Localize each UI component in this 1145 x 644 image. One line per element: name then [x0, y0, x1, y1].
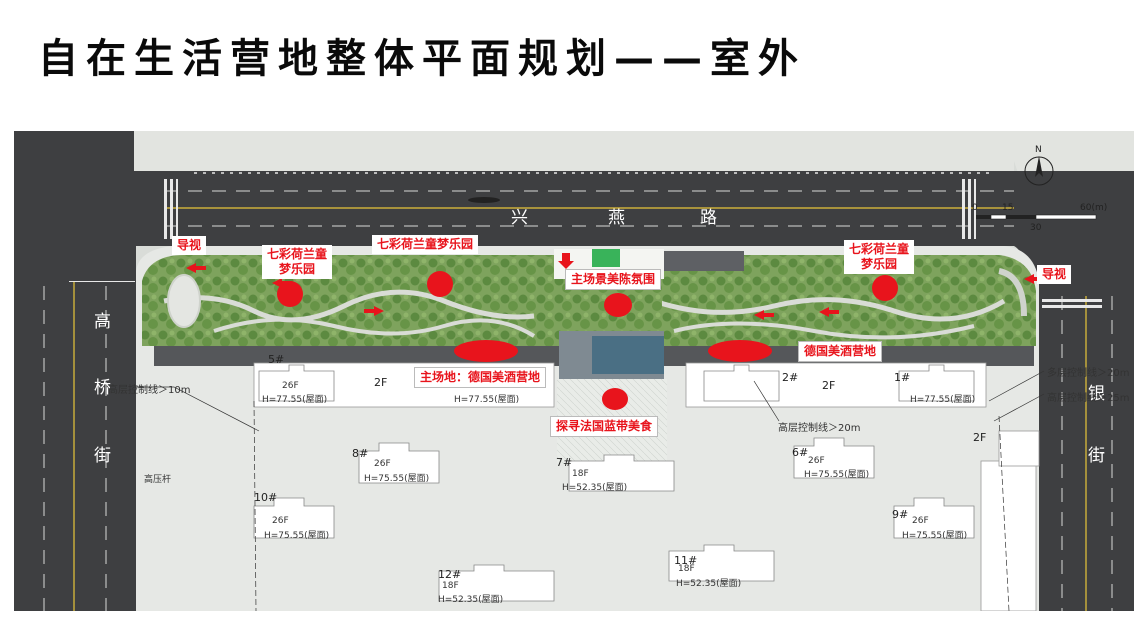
scale-label-30: 30 [1030, 223, 1042, 233]
scale-label-0: 0 [972, 203, 978, 213]
road-name-top-2: 燕 [608, 208, 625, 228]
building-1: 1# [894, 371, 911, 384]
height-label: H=75.55(屋面) [264, 531, 330, 541]
height-label: H=77.55(屋面) [262, 395, 328, 405]
beer-camp-label: 德国美酒营地 [798, 341, 883, 362]
control-line-multi-right: 多层控制线＞20m [1047, 368, 1130, 379]
road-name-right-2: 街 [1088, 446, 1105, 466]
building-8: 8# [352, 447, 369, 460]
scale-label-60: 60(m) [1080, 203, 1108, 213]
road-name-left-2: 桥 [94, 378, 111, 398]
control-line-center: 高层控制线＞20m [778, 423, 861, 434]
kids-park-label-right: 七彩荷兰童 梦乐园 [844, 240, 915, 274]
road-name-left-3: 街 [94, 446, 111, 466]
building-7: 7# [556, 456, 573, 469]
podium-2f-left: 2F [374, 376, 388, 389]
floor-label: 18F [572, 469, 589, 479]
building-11: 11# [674, 554, 698, 567]
podium-2f-right: 2F [822, 379, 836, 392]
north-label: N [1035, 145, 1042, 155]
height-label: H=75.55(屋面) [364, 474, 430, 484]
pole-label: 高压杆 [144, 475, 172, 485]
scale-label-15: 15 [1002, 203, 1014, 213]
control-line-left: 高层控制线＞10m [108, 385, 191, 396]
site-plan-graphic [14, 131, 1134, 611]
height-label: H=75.55(屋面) [804, 470, 870, 480]
height-label: H=52.35(屋面) [562, 483, 628, 493]
main-venue-label: 主场地：德国美酒营地 [414, 367, 547, 388]
building-6: 6# [792, 446, 809, 459]
road-name-top-3: 路 [700, 208, 717, 228]
road-name-top-1: 兴 [511, 208, 528, 228]
floor-label: 26F [374, 459, 391, 469]
building-2: 2# [782, 371, 799, 384]
road-name-left-1: 高 [94, 312, 111, 332]
height-label: H=77.55(屋面) [910, 395, 976, 405]
floor-label: 26F [912, 516, 929, 526]
french-food-label: 探寻法国蓝带美食 [550, 416, 659, 437]
floor-label: 26F [808, 456, 825, 466]
kids-park-label-left: 七彩荷兰童 梦乐园 [262, 245, 333, 279]
floor-label: 18F [678, 564, 695, 574]
height-label: H=75.55(屋面) [902, 531, 968, 541]
height-label: H=77.55(屋面) [454, 395, 520, 405]
podium-2f-east: 2F [973, 431, 987, 444]
road-name-right-1: 银 [1088, 384, 1105, 404]
site-plan: 兴 燕 路 高 桥 街 银 街 高压杆 导视 导视 七彩荷兰童 梦乐园 七彩荷兰… [14, 131, 1134, 611]
height-label: H=52.35(屋面) [438, 595, 504, 605]
floor-label: 26F [272, 516, 289, 526]
guide-label-left: 导视 [172, 236, 207, 255]
kids-park-label-center: 七彩荷兰童梦乐园 [372, 235, 479, 254]
floor-label: 18F [442, 581, 459, 591]
guide-label-right: 导视 [1037, 265, 1072, 284]
height-label: H=52.35(屋面) [676, 579, 742, 589]
building-12: 12# [438, 568, 462, 581]
building-10: 10# [254, 491, 278, 504]
page-title: 自在生活营地整体平面规划——室外 [38, 36, 806, 82]
main-scene-label: 主场景美陈氛围 [565, 269, 662, 290]
building-9: 9# [892, 508, 909, 521]
floor-label: 26F [282, 381, 299, 391]
building-5: 5# [268, 353, 285, 366]
control-line-right: 高层控制线＞25m [1047, 393, 1130, 404]
